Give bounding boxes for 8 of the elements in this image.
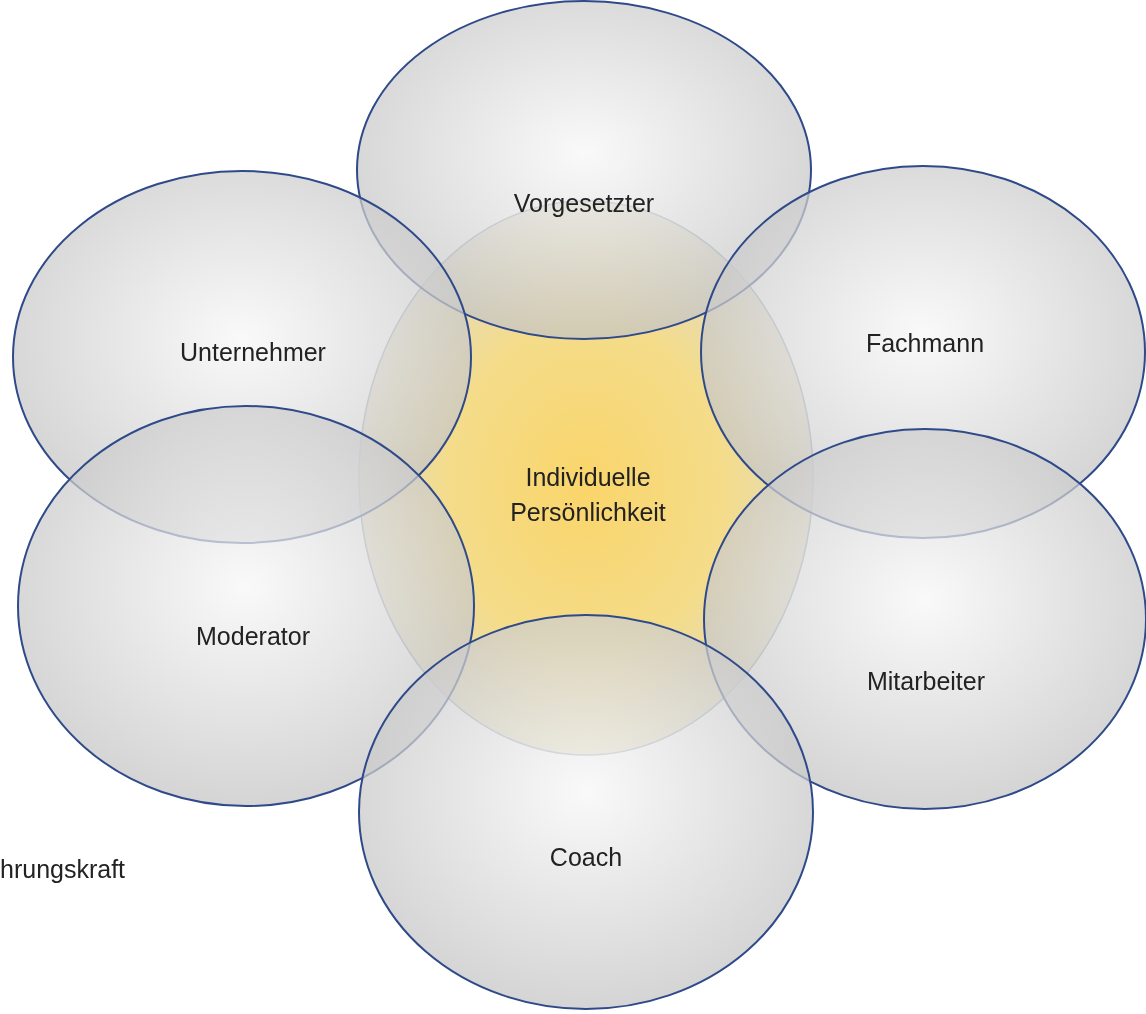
node-label: Mitarbeiter [866,665,986,697]
node-label: Vorgesetzter [513,187,655,219]
node-label: Individuelle Persönlichkeit [509,462,667,528]
caption-text: hrungskraft [0,855,126,884]
node-label: Unternehmer [180,336,326,368]
node-label: Fachmann [865,327,985,359]
node-label: Coach [549,841,623,873]
node-label: Moderator [196,620,310,652]
